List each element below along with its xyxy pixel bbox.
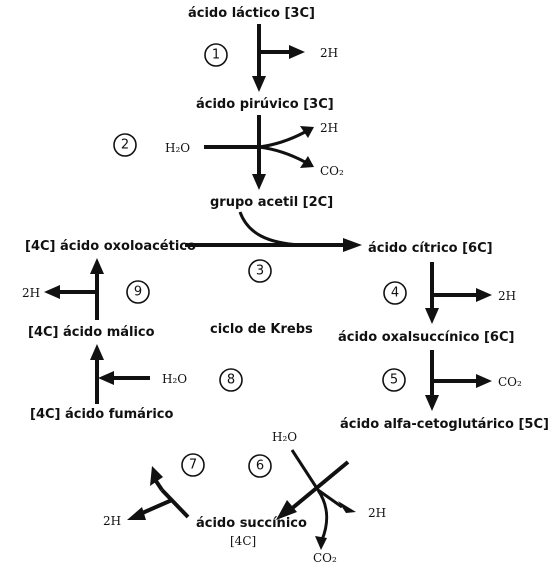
svg-text:4: 4 (391, 286, 399, 301)
step-2-h2o: H₂O (165, 141, 190, 155)
step-6-2h: 2H (368, 506, 386, 520)
step-5-arrow (425, 350, 492, 411)
oxalsuccinic-acid-label: ácido oxalsuccínico [6C] (338, 330, 514, 345)
step-5-co2: CO₂ (498, 375, 522, 389)
pyruvic-acid-label: ácido pirúvico [3C] (196, 97, 334, 112)
succinic-carbon-count: [4C] (230, 534, 256, 548)
step-4-arrow (425, 262, 492, 324)
step-1-2h: 2H (320, 46, 338, 60)
step-2-badge: 2 (113, 133, 137, 157)
step-3-arrow (185, 211, 362, 252)
step-9-2h: 2H (22, 286, 40, 300)
step-5-badge: 5 (382, 368, 406, 392)
step-8-arrow (90, 344, 150, 404)
step-1-badge: 1 (204, 43, 228, 67)
citric-acid-label: ácido cítrico [6C] (368, 241, 493, 256)
step-7-badge: 7 (181, 453, 205, 477)
step-4-2h: 2H (498, 289, 516, 303)
svg-text:6: 6 (256, 459, 264, 474)
step-2-arrow (204, 115, 314, 190)
svg-text:2: 2 (121, 138, 129, 153)
svg-text:5: 5 (390, 373, 398, 388)
step-1-arrow (252, 24, 305, 92)
svg-text:1: 1 (212, 48, 220, 63)
svg-text:9: 9 (134, 285, 142, 300)
step-9-arrow (44, 258, 104, 320)
step-6-arrow (276, 449, 356, 550)
step-7-arrow (127, 466, 190, 520)
lactic-acid-label: ácido láctico [3C] (188, 6, 315, 21)
oxaloacetic-acid-label: [4C] ácido oxoloacético (25, 239, 196, 254)
step-6-badge: 6 (248, 454, 272, 478)
step-8-badge: 8 (219, 368, 243, 392)
step-2-2h: 2H (320, 121, 338, 135)
svg-text:3: 3 (256, 264, 264, 279)
step-7-2h: 2H (103, 514, 121, 528)
step-6-co2: CO₂ (313, 551, 337, 565)
malic-acid-label: [4C] ácido málico (28, 325, 155, 340)
step-2-co2: CO₂ (320, 164, 344, 178)
acetyl-group-label: grupo acetil [2C] (210, 195, 333, 210)
svg-text:7: 7 (189, 458, 197, 473)
cycle-label: ciclo de Krebs (210, 322, 313, 337)
step-9-badge: 9 (126, 280, 150, 304)
step-8-h2o: H₂O (162, 372, 187, 386)
alfa-ketoglutaric-acid-label: ácido alfa-cetoglutárico [5C] (340, 417, 549, 432)
step-3-badge: 3 (248, 259, 272, 283)
fumaric-acid-label: [4C] ácido fumárico (30, 407, 173, 422)
step-6-h2o: H₂O (272, 430, 297, 444)
succinic-acid-label: ácido succínico (196, 516, 307, 531)
step-4-badge: 4 (383, 281, 407, 305)
svg-text:8: 8 (227, 373, 235, 388)
